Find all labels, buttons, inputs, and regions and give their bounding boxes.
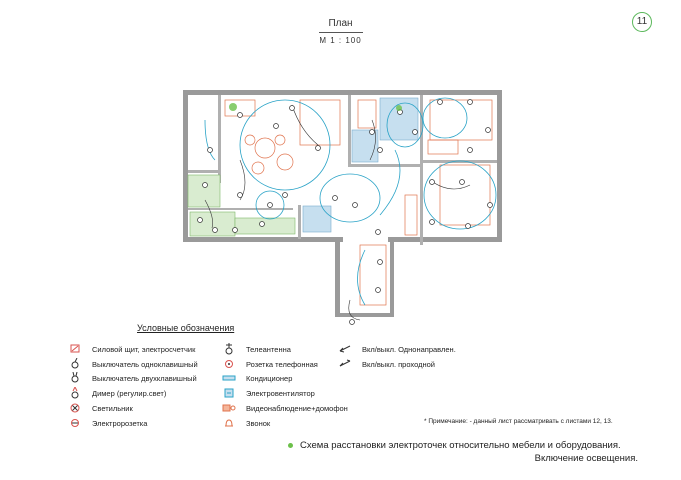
title-underline	[319, 32, 363, 33]
legend-item-pass-switch: Вкл/выкл. проходной	[339, 359, 435, 369]
caption-bullet	[288, 443, 293, 448]
light-fixture-icon	[70, 403, 80, 413]
one-way-switch-arrow-icon	[339, 345, 351, 353]
sheet-note: * Примечание: - данный лист рассматриват…	[424, 418, 613, 425]
tv-antenna-icon	[225, 343, 233, 355]
panel-meter-icon	[70, 344, 80, 353]
interior-walls	[188, 95, 497, 245]
power-socket-icon	[71, 419, 79, 427]
outer-walls	[183, 90, 502, 317]
legend-title: Условные обозначения	[137, 323, 235, 333]
legend-item-ac: Кондиционер	[222, 374, 292, 383]
legend-item-video-intercom: Видеонаблюдение+домофон	[222, 404, 348, 413]
plan-scale: М 1 : 100	[319, 36, 362, 45]
legend-item-tv-antenna: Телеантенна	[225, 343, 291, 355]
legend-item-single-switch: Выключатель одноклавишный	[71, 358, 198, 369]
page-number-badge: 11	[632, 12, 652, 32]
legend-item-ventilator: Электровентилятор	[224, 388, 315, 398]
caption-line-1: Схема расстановки электроточек относител…	[300, 440, 621, 451]
drawing-caption: Схема расстановки электроточек относител…	[288, 439, 638, 465]
electrical-points	[197, 99, 493, 325]
ventilator-icon	[224, 388, 234, 398]
legend-item-light: Светильник	[70, 403, 133, 413]
plan-title: План	[328, 18, 353, 29]
caption-line-2: Включение освещения.	[534, 453, 638, 464]
pass-through-switch-arrow-icon	[339, 359, 351, 367]
air-conditioner-icon	[222, 375, 236, 381]
legend-item-double-switch: Выключатель двухклавишный	[71, 372, 197, 383]
accent-marks	[229, 103, 402, 111]
video-intercom-icon	[222, 404, 236, 412]
double-switch-icon	[71, 372, 79, 383]
dimmer-icon	[71, 387, 79, 399]
bathroom-tiles	[302, 97, 419, 233]
phone-socket-icon	[225, 360, 233, 368]
legend-item-one-way-switch: Вкл/выкл. Однонаправлен.	[339, 345, 456, 354]
legend-item-socket: Электророзетка	[71, 419, 147, 428]
wiring	[204, 97, 497, 306]
legend-item-panel: Силовой щит, электросчетчик	[70, 344, 195, 354]
doorbell-icon	[225, 419, 233, 427]
legend-item-dimmer: Димер (регулир.свет)	[71, 387, 166, 399]
legend-item-doorbell: Звонок	[225, 419, 270, 428]
single-switch-icon	[71, 358, 79, 369]
legend-item-phone: Розетка телефонная	[225, 360, 318, 369]
